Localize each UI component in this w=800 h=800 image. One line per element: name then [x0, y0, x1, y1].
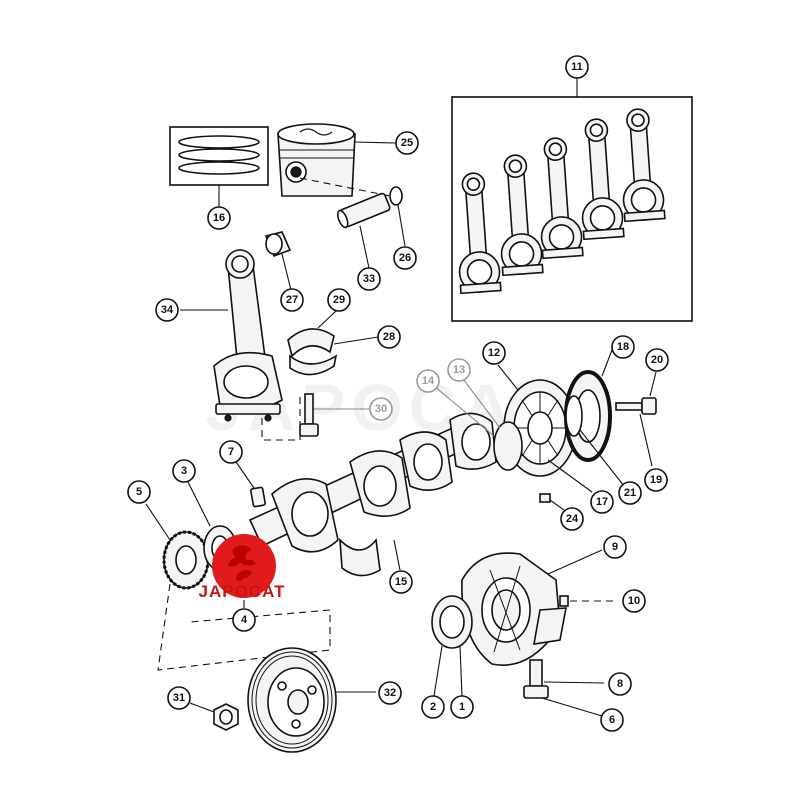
- japocat-logo: JAPOCAT: [199, 534, 286, 601]
- callout-number: 18: [617, 341, 629, 353]
- callout-number: 25: [401, 137, 413, 149]
- callout-number: 32: [384, 687, 396, 699]
- relief-valve-plug: [523, 659, 605, 717]
- callout-27: 27: [280, 288, 304, 312]
- callout-16: 16: [207, 206, 231, 230]
- callout-6: 6: [600, 708, 624, 732]
- callout-28: 28: [377, 325, 401, 349]
- callout-2: 2: [421, 695, 445, 719]
- callout-26: 26: [393, 246, 417, 270]
- rod-bolt: [299, 393, 370, 437]
- callout-7: 7: [219, 440, 243, 464]
- callout-number: 24: [566, 513, 579, 525]
- connecting-rod: [180, 249, 283, 422]
- callout-30: 30: [369, 397, 393, 421]
- callout-33: 33: [357, 267, 381, 291]
- rod-bearing-lower: [289, 336, 379, 376]
- callout-17: 17: [590, 490, 614, 514]
- callout-number: 16: [213, 212, 225, 224]
- snap-ring: [389, 186, 406, 247]
- callout-20: 20: [645, 348, 669, 372]
- flex-plate: [564, 349, 613, 462]
- callout-4: 4: [232, 608, 256, 632]
- callout-11: 11: [565, 55, 589, 79]
- crankshaft-damper: [247, 647, 376, 753]
- callout-number: 9: [612, 541, 618, 553]
- callout-number: 12: [488, 347, 500, 359]
- callout-8: 8: [608, 672, 632, 696]
- callout-number: 1: [459, 701, 465, 713]
- callout-number: 21: [624, 487, 636, 499]
- callout-21: 21: [618, 481, 642, 505]
- callout-number: 2: [430, 701, 436, 713]
- callout-9: 9: [603, 535, 627, 559]
- connecting-rod-set-frame: [451, 77, 693, 322]
- flex-plate-bolt: [615, 371, 657, 415]
- callout-number: 11: [571, 61, 583, 73]
- front-crankshaft-seal: [431, 595, 473, 697]
- callout-14: 14: [416, 369, 440, 393]
- callout-number: 10: [628, 595, 640, 607]
- callout-1: 1: [450, 695, 474, 719]
- crankshaft-main-bearing: [547, 459, 593, 493]
- callout-19: 19: [644, 468, 668, 492]
- rear-seal-retainer: [497, 364, 577, 477]
- piston: [277, 123, 397, 197]
- dowel-pin: [639, 413, 653, 467]
- plug: [539, 493, 565, 511]
- callout-number: 14: [422, 375, 435, 387]
- rod-bearing-upper: [287, 310, 337, 358]
- callout-31: 31: [167, 686, 191, 710]
- woodruff-key: [235, 461, 266, 508]
- oil-pump-dowel: [559, 595, 618, 607]
- callout-number: 30: [375, 403, 387, 415]
- callout-24: 24: [560, 507, 584, 531]
- connecting-rod-set: [458, 108, 666, 295]
- callout-34: 34: [155, 298, 179, 322]
- callout-number: 29: [333, 294, 345, 306]
- callout-number: 15: [395, 576, 407, 588]
- callout-15: 15: [389, 570, 413, 594]
- callout-32: 32: [378, 681, 402, 705]
- callout-number: 34: [161, 304, 174, 316]
- callout-29: 29: [327, 288, 351, 312]
- callout-number: 3: [181, 465, 187, 477]
- callout-number: 17: [596, 496, 608, 508]
- damper-bolt-washer: [189, 702, 239, 731]
- callout-number: 13: [453, 364, 465, 376]
- callout-number: 19: [650, 474, 662, 486]
- rod-cap-axis: [261, 392, 301, 441]
- callout-3: 3: [172, 459, 196, 483]
- callout-13: 13: [447, 358, 471, 382]
- callout-25: 25: [395, 131, 419, 155]
- callout-number: 7: [228, 446, 234, 458]
- callout-number: 20: [651, 354, 663, 366]
- oil-pump-housing: [461, 549, 603, 666]
- callout-10: 10: [622, 589, 646, 613]
- callout-number: 31: [173, 692, 185, 704]
- callout-number: 28: [383, 331, 395, 343]
- callout-number: 4: [241, 614, 248, 626]
- logo-text: JAPOCAT: [199, 582, 286, 601]
- callout-number: 26: [399, 252, 411, 264]
- crankshaft: [248, 412, 497, 577]
- rear-main-seal: [433, 374, 523, 471]
- callout-number: 6: [609, 714, 615, 726]
- callout-number: 5: [136, 486, 142, 498]
- callout-number: 33: [363, 273, 375, 285]
- spacer-plate: [565, 395, 625, 487]
- piston-pin: [336, 192, 391, 269]
- callout-number: 8: [617, 678, 623, 690]
- crankshaft-sprocket: [145, 503, 210, 590]
- piston-rings: [169, 126, 269, 207]
- callout-5: 5: [127, 480, 151, 504]
- callout-number: 27: [286, 294, 298, 306]
- pin-bushing: [264, 231, 292, 291]
- callout-18: 18: [611, 335, 635, 359]
- callout-12: 12: [482, 341, 506, 365]
